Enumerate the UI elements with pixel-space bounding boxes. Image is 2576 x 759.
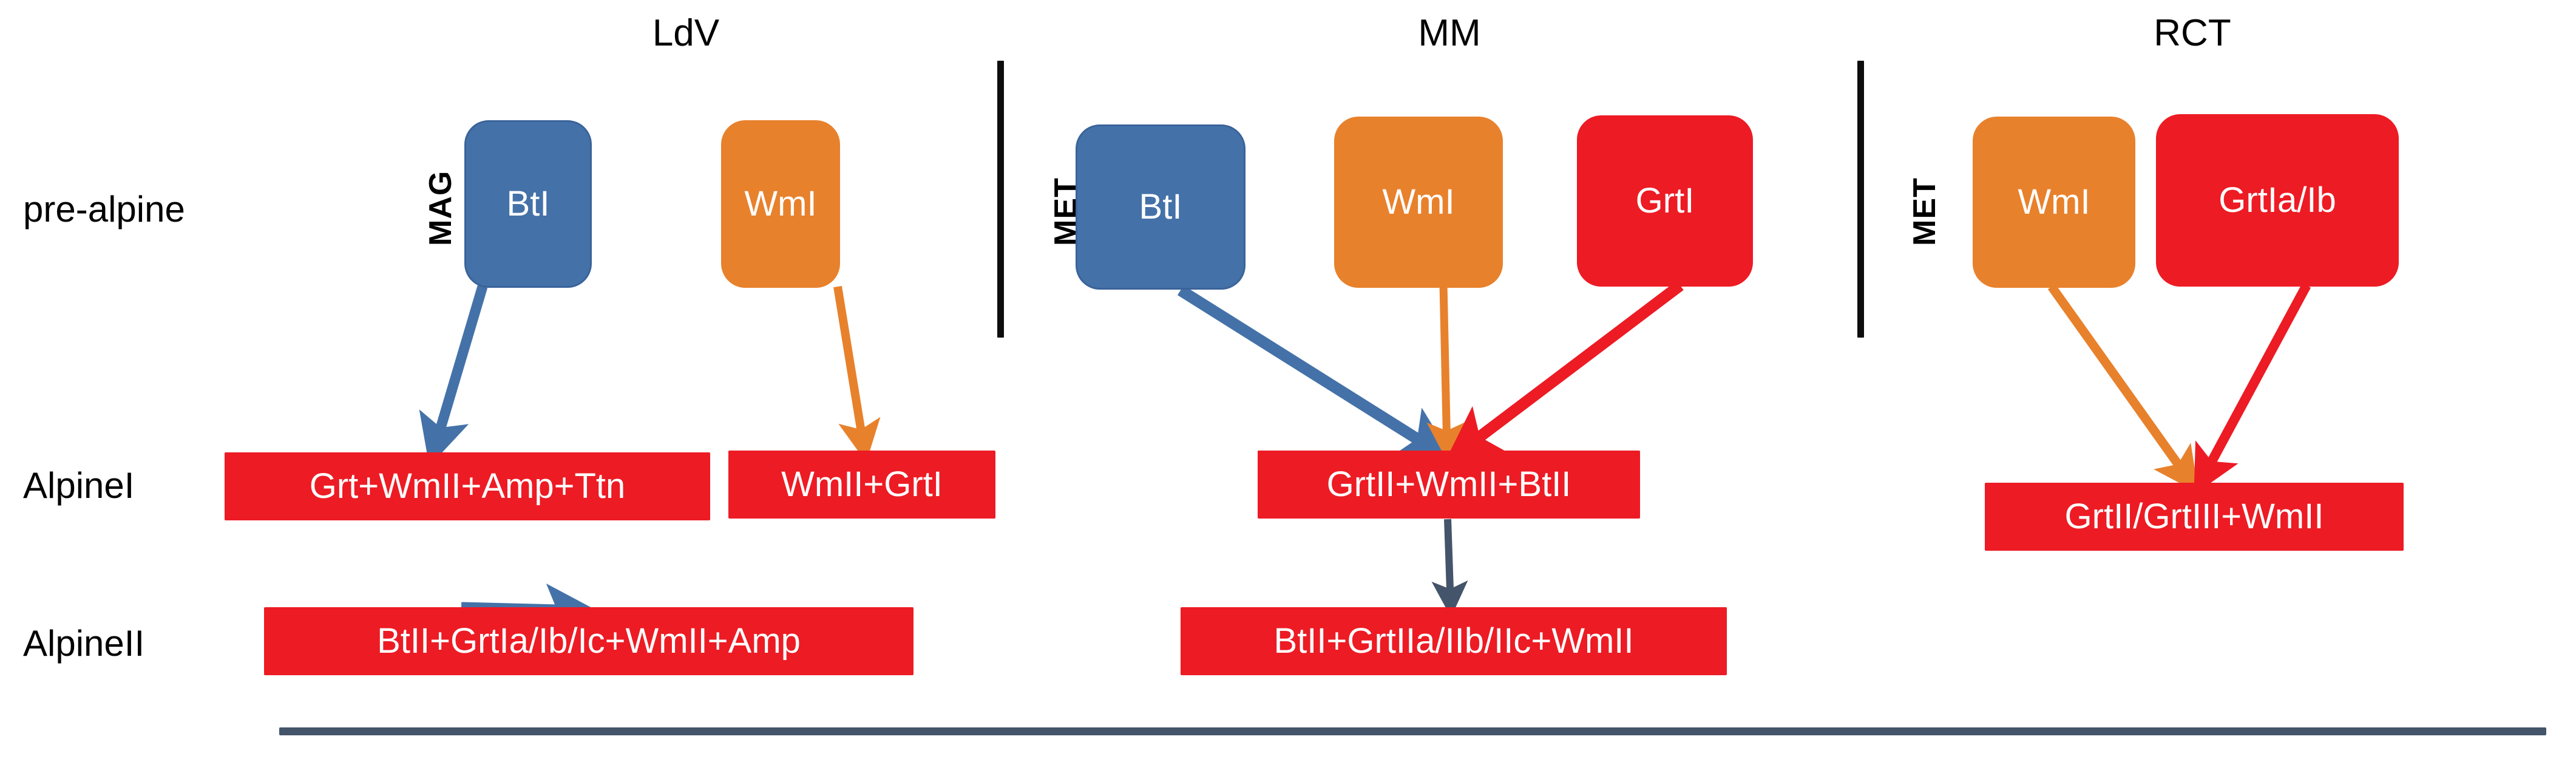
column-header-rct: RCT bbox=[2154, 12, 2231, 54]
node-rct-grtiaib[interactable]: GrtIa/Ib bbox=[2156, 114, 2399, 287]
edge-ldv-bti-to-alpine1 bbox=[419, 285, 488, 466]
edge-rct-grti-to-alpine1 bbox=[2194, 283, 2311, 495]
stage-label-alpine-ii: AlpineII bbox=[23, 623, 145, 664]
node-rct-wmi[interactable]: WmI bbox=[1973, 117, 2135, 288]
node-ldv-bti[interactable]: BtI bbox=[464, 120, 592, 288]
edge-mm-wmi-to-alpine1 bbox=[1426, 284, 1466, 462]
node-mm-wmi[interactable]: WmI bbox=[1334, 117, 1503, 288]
node-ldv-wmi[interactable]: WmI bbox=[721, 120, 840, 288]
stage-label-alpine-i: AlpineI bbox=[23, 465, 135, 506]
node-rct-alpine1[interactable]: GrtII/GrtIII+WmII bbox=[1985, 483, 2404, 551]
node-mm-alpine2[interactable]: BtII+GrtIIa/IIb/IIc+WmII bbox=[1181, 607, 1727, 675]
node-ldv-alpine1[interactable]: Grt+WmII+Amp+Ttn bbox=[225, 452, 710, 520]
node-ldv-alpine2[interactable]: BtII+GrtIa/Ib/Ic+WmII+Amp bbox=[264, 607, 913, 675]
column-divider-mm-rct bbox=[1857, 61, 1864, 338]
edge-ldv-wmi-to-alpine1b bbox=[833, 285, 881, 463]
facies-label-mag: MAG bbox=[423, 170, 458, 246]
column-header-mm: MM bbox=[1418, 12, 1481, 54]
node-mm-grti[interactable]: GrtI bbox=[1577, 115, 1753, 287]
edge-mm-grti-to-alpine1 bbox=[1443, 281, 1684, 465]
node-ldv-alpine1b[interactable]: WmII+GrtI bbox=[728, 451, 995, 519]
stage-label-pre-alpine: pre-alpine bbox=[23, 189, 185, 230]
column-divider-ldv-mm bbox=[997, 61, 1004, 338]
facies-label-met-rct: MET bbox=[1907, 177, 1942, 246]
edge-mm-alpine1-to-alpine2 bbox=[1431, 519, 1468, 618]
column-header-ldv: LdV bbox=[652, 12, 720, 54]
edge-mm-bti-to-alpine1 bbox=[1177, 285, 1456, 463]
diagram-baseline bbox=[279, 727, 2546, 735]
node-mm-bti[interactable]: BtI bbox=[1076, 124, 1246, 290]
node-mm-alpine1[interactable]: GrtII+WmII+BtII bbox=[1258, 451, 1640, 519]
edge-rct-wmi-to-alpine1 bbox=[2047, 284, 2199, 494]
